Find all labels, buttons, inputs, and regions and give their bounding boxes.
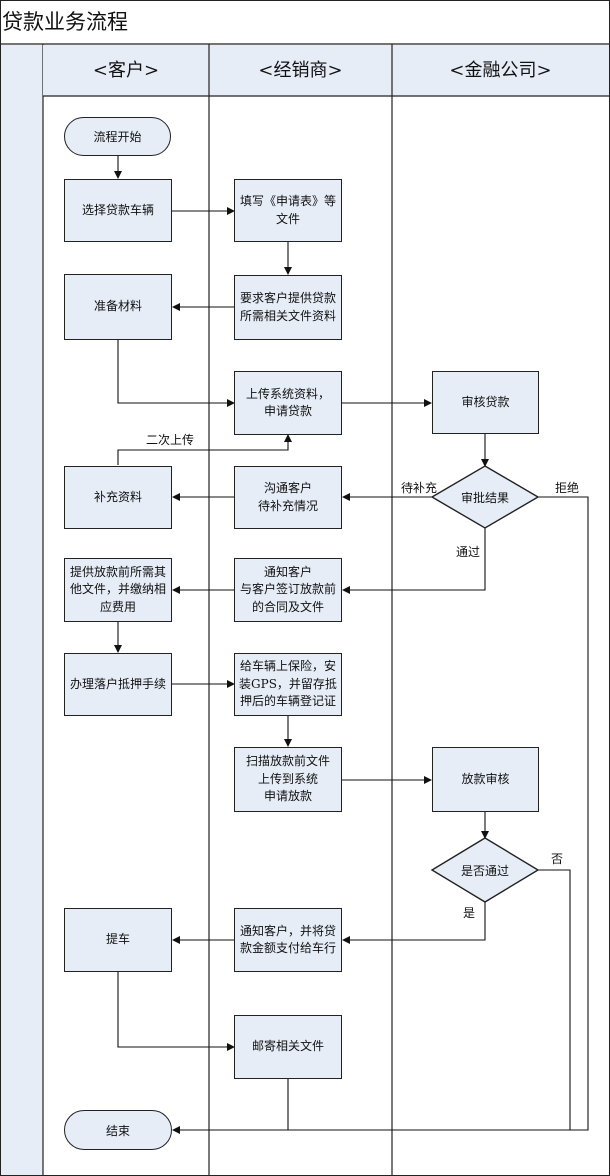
node-request-docs: 要求客户提供贷款 所需相关文件资料 [234, 275, 342, 340]
end-terminal: 结束 [64, 1110, 172, 1150]
node-notify-sign: 通知客户 与客户签订放款前 的合同及文件 [234, 558, 342, 622]
node-notify-pay: 通知客户，并将贷 款金额支付给车行 [234, 908, 342, 972]
page-title: 贷款业务流程 [2, 10, 128, 34]
label-second-upload: 二次上传 [146, 433, 195, 447]
node-fill-form: 填写《申请表》等 文件 [234, 179, 342, 242]
node-prepare-materials: 准备材料 [64, 274, 172, 340]
edge-reject-end [172, 496, 589, 1134]
left-margin-strip [1, 45, 43, 1175]
label-no: 否 [551, 852, 564, 866]
node-supplement: 补充资料 [64, 466, 172, 529]
edge-pickup-mail [117, 972, 235, 1051]
label-pending-supplement: 待补充 [401, 481, 438, 495]
label-reject: 拒绝 [555, 481, 580, 495]
edge-prepare-upload [117, 340, 235, 407]
node-communicate: 沟通客户 待补充情况 [234, 466, 342, 529]
node-mail-docs: 邮寄相关文件 [234, 1015, 342, 1079]
node-registration: 办理落户抵押手续 [64, 653, 172, 716]
node-disburse-review: 放款审核 [432, 747, 539, 812]
node-review: 审核贷款 [432, 371, 539, 434]
label-yes: 是 [463, 906, 476, 920]
node-pickup: 提车 [64, 908, 172, 972]
lane-header-dealer: <经销商> [258, 60, 343, 81]
lane-header-finance: <金融公司> [449, 60, 552, 81]
label-passed: 通过 [456, 545, 481, 559]
start-terminal: 流程开始 [64, 117, 171, 156]
node-provide-docs: 提供放款前所需其 他文件，并缴纳相 应费用 [64, 558, 172, 622]
edge-no-end [538, 869, 571, 1130]
edge-decision-notify [342, 528, 486, 594]
decision-diamond [430, 465, 540, 529]
edge-supplement-upload [117, 434, 292, 465]
node-upload: 上传系统资料， 申请贷款 [234, 371, 342, 435]
edge-pass-notifypay [342, 902, 486, 944]
node-scan-upload: 扫描放款前文件 上传到系统 申请放款 [234, 747, 342, 812]
decision-label: 审批结果 [460, 491, 509, 505]
lane-header-bg [43, 45, 609, 96]
pass-check-label: 是否通过 [460, 864, 509, 878]
lane-header-customer: <客户> [92, 60, 160, 81]
pass-check-diamond [430, 837, 540, 903]
node-insurance: 给车辆上保险，安 装GPS，并留存抵 押后的车辆登记证 [234, 653, 342, 716]
node-select-vehicle: 选择贷款车辆 [64, 179, 172, 242]
